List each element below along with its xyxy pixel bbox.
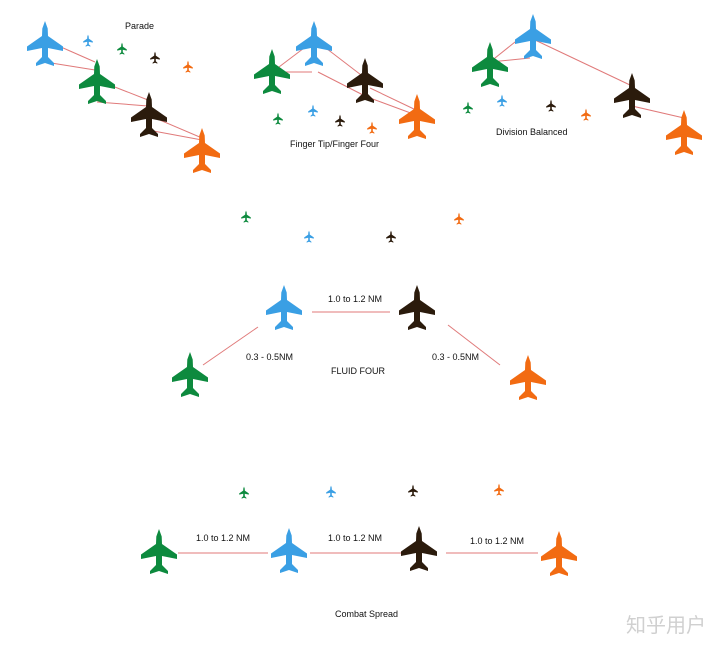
label-combat-dist-1: 1.0 to 1.2 NM: [196, 533, 250, 543]
fighter-jet-icon: [254, 49, 290, 94]
fighter-jet-icon: [399, 94, 435, 139]
fighter-jet-icon: [408, 484, 418, 497]
label-division-balanced: Division Balanced: [496, 127, 568, 137]
label-fluid-dist-right: 0.3 - 0.5NM: [432, 352, 479, 362]
fighter-jet-icon: [515, 14, 551, 59]
fighter-jet-icon: [150, 51, 160, 64]
fighter-jet-icon: [273, 112, 283, 125]
fighter-jet-icon: [141, 529, 177, 574]
fighter-jet-icon: [347, 58, 383, 103]
fighter-jet-icon: [541, 531, 577, 576]
fighter-jet-icon: [367, 121, 377, 134]
fighter-jet-icon: [666, 110, 702, 155]
fighter-jet-icon: [497, 94, 507, 107]
label-parade: Parade: [125, 21, 154, 31]
label-fluid-dist-top: 1.0 to 1.2 NM: [328, 294, 382, 304]
fighter-jet-icon: [304, 230, 314, 243]
link-lines: [44, 29, 685, 554]
fighter-jet-icon: [546, 99, 556, 112]
fighter-jet-icon: [581, 108, 591, 121]
fighter-jet-icon: [510, 355, 546, 400]
fighter-jet-icon: [463, 101, 473, 114]
fighter-jet-icon: [494, 483, 504, 496]
fighter-jet-icon: [335, 114, 345, 127]
fighter-jet-icon: [241, 210, 251, 223]
fighter-jet-icon: [83, 34, 93, 47]
fighter-jet-icon: [79, 59, 115, 104]
label-fluid-four: FLUID FOUR: [331, 366, 386, 376]
watermark: 知乎用户: [626, 613, 706, 637]
fighter-jet-icon: [117, 42, 127, 55]
labels: Parade Finger Tip/Finger Four Division B…: [125, 21, 568, 619]
fighter-jet-icon: [27, 21, 63, 66]
label-combat-dist-2: 1.0 to 1.2 NM: [328, 533, 382, 543]
fighter-jet-icon: [172, 352, 208, 397]
fighter-jet-icon: [183, 60, 193, 73]
label-combat-dist-3: 1.0 to 1.2 NM: [470, 536, 524, 546]
fighter-jet-icon: [239, 486, 249, 499]
fighter-jet-icon: [308, 104, 318, 117]
fighter-jet-icon: [386, 230, 396, 243]
fighter-jet-icon: [266, 285, 302, 330]
fighter-jet-icon: [296, 21, 332, 66]
fighter-jet-icon: [401, 526, 437, 571]
fighter-jet-icon: [326, 485, 336, 498]
fighter-jet-icon: [184, 128, 220, 173]
label-fluid-dist-left: 0.3 - 0.5NM: [246, 352, 293, 362]
fighter-jet-icon: [472, 42, 508, 87]
fighter-jet-icon: [131, 92, 167, 137]
fighter-jet-icon: [399, 285, 435, 330]
label-finger-tip: Finger Tip/Finger Four: [290, 139, 379, 149]
label-combat-spread: Combat Spread: [335, 609, 398, 619]
fighter-jet-icon: [271, 528, 307, 573]
fighter-jet-icon: [454, 212, 464, 225]
